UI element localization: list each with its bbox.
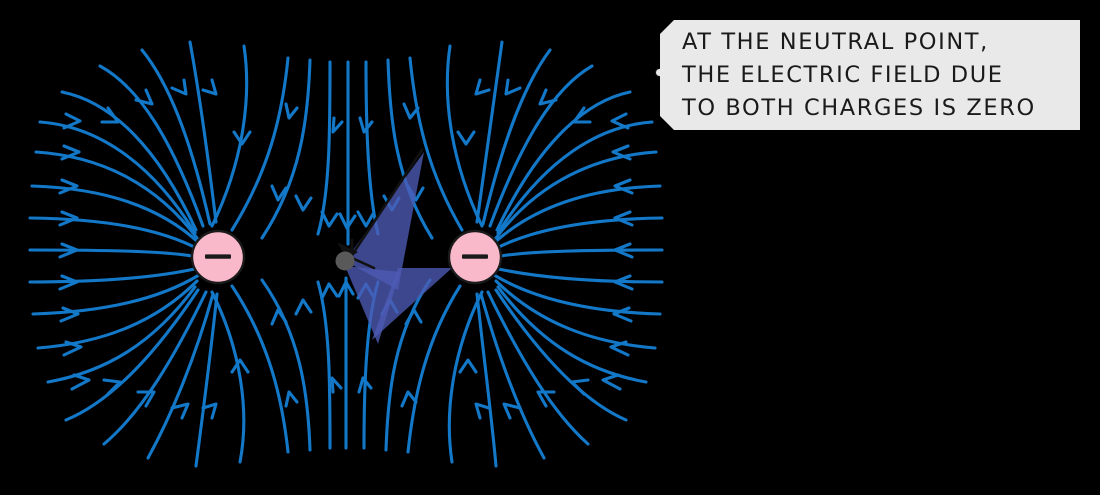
- callout-line-2: THE ELECTRIC FIELD DUE: [682, 61, 1004, 88]
- callout-line-1: AT THE NEUTRAL POINT,: [682, 28, 989, 55]
- neutral-point-marker[interactable]: [335, 251, 355, 271]
- charge-group: [190, 229, 503, 285]
- vector-wedge-group: [345, 152, 452, 344]
- field-arrowhead-group: [58, 78, 634, 420]
- lower-vector-wedge-lower: [372, 268, 452, 340]
- field-line: [38, 120, 197, 235]
- upper-vector-wedge: [345, 152, 424, 290]
- lower-vector-wedge-upper: [345, 266, 400, 344]
- resultant-field-arrow: [337, 148, 424, 270]
- left-charge-minus-icon: [205, 254, 231, 259]
- callout-box: AT THE NEUTRAL POINT, THE ELECTRIC FIELD…: [660, 20, 1080, 130]
- right-charge-minus-icon: [462, 254, 488, 259]
- callout-line-3: TO BOTH CHARGES IS ZERO: [682, 94, 1036, 121]
